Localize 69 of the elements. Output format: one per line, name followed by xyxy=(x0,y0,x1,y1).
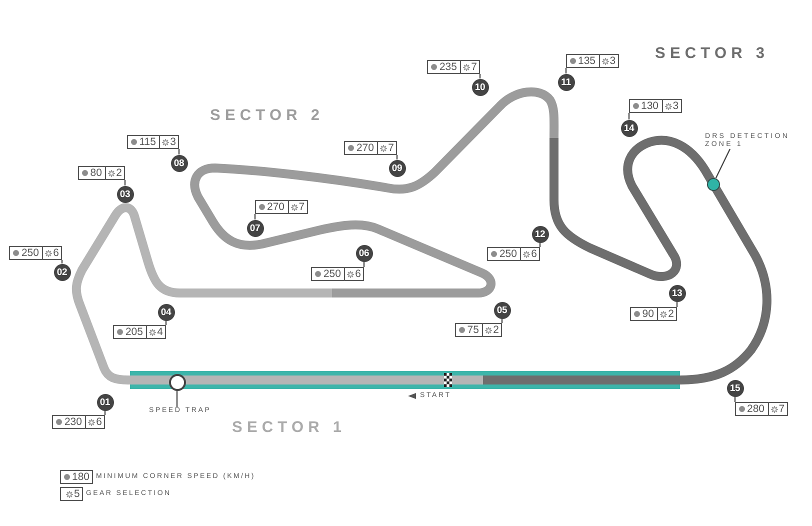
gear-value: 3 xyxy=(170,136,176,148)
speed-value: 250 xyxy=(499,248,517,260)
gear-value: 6 xyxy=(355,268,361,280)
corner-data-box xyxy=(255,200,308,214)
corner-number: 08 xyxy=(170,154,188,172)
gear-value: 6 xyxy=(96,416,102,428)
gear-value: 5 xyxy=(74,488,80,500)
sector-label: SECTOR 3 xyxy=(655,46,770,62)
corner-number: 09 xyxy=(388,160,406,176)
gear-value: 3 xyxy=(672,100,679,112)
gear-value: 7 xyxy=(298,202,305,212)
speed-value: 75 xyxy=(467,324,479,336)
corner-data-box xyxy=(9,246,62,260)
corner-number: 07 xyxy=(246,220,264,236)
speed-value: 180 xyxy=(72,472,90,482)
gear-value: 7 xyxy=(471,62,477,72)
speed-value: 270 xyxy=(356,142,374,154)
gear-value: 2 xyxy=(116,168,122,178)
corner-data-box xyxy=(487,247,540,261)
speed-value: 130 xyxy=(641,100,659,112)
speed-value: 235 xyxy=(439,62,457,72)
corner-data-box xyxy=(455,323,502,337)
speed-value: 135 xyxy=(578,56,596,66)
corner-number: 11 xyxy=(558,74,574,90)
corner-data-box xyxy=(566,54,619,68)
gear-value: 3 xyxy=(610,56,616,66)
corner-number: 01 xyxy=(96,394,114,410)
speed-value: 90 xyxy=(642,308,654,320)
speed-value: 115 xyxy=(139,136,156,148)
gear-value: 7 xyxy=(778,404,785,414)
sector-label: SECTOR 2 xyxy=(210,108,324,124)
corner-data-box xyxy=(629,99,682,113)
corner-number: 14 xyxy=(620,120,638,136)
corner-number: 05 xyxy=(494,302,510,318)
gear-value: 2 xyxy=(493,324,499,336)
sector-label: SECTOR 1 xyxy=(232,420,346,436)
corner-data-box xyxy=(735,402,788,416)
legend-sample xyxy=(60,487,83,501)
speed-value: 230 xyxy=(64,416,82,428)
corner-data-box xyxy=(344,141,397,155)
leader-line xyxy=(176,390,178,407)
legend-sample xyxy=(60,470,93,484)
corner-number: 03 xyxy=(116,186,134,202)
corner-data-box xyxy=(127,135,179,149)
speed-value: 205 xyxy=(125,326,143,338)
corner-data-box xyxy=(78,166,125,180)
corner-data-box xyxy=(52,415,105,429)
speed-value: 270 xyxy=(267,202,285,212)
corner-data-box xyxy=(427,60,480,74)
gear-value: 7 xyxy=(388,142,394,154)
speed-value: 80 xyxy=(90,168,102,178)
corner-number: 13 xyxy=(668,284,686,302)
corner-number: 06 xyxy=(356,244,372,262)
gear-value: 6 xyxy=(53,248,59,258)
speed-value: 250 xyxy=(21,248,39,258)
speed-value: 280 xyxy=(747,404,765,414)
gear-value: 2 xyxy=(668,308,674,320)
corner-data-box xyxy=(630,307,677,321)
corner-number: 15 xyxy=(726,380,744,396)
gear-value: 4 xyxy=(157,326,163,338)
gear-value: 6 xyxy=(531,248,537,260)
corner-number: 04 xyxy=(158,304,174,320)
corner-data-box xyxy=(311,267,364,281)
corner-number: 10 xyxy=(472,78,488,96)
leader-line xyxy=(715,148,731,178)
corner-number: 02 xyxy=(54,264,70,280)
corner-number: 12 xyxy=(532,226,548,242)
corner-data-box xyxy=(113,325,166,339)
speed-value: 250 xyxy=(323,268,341,280)
